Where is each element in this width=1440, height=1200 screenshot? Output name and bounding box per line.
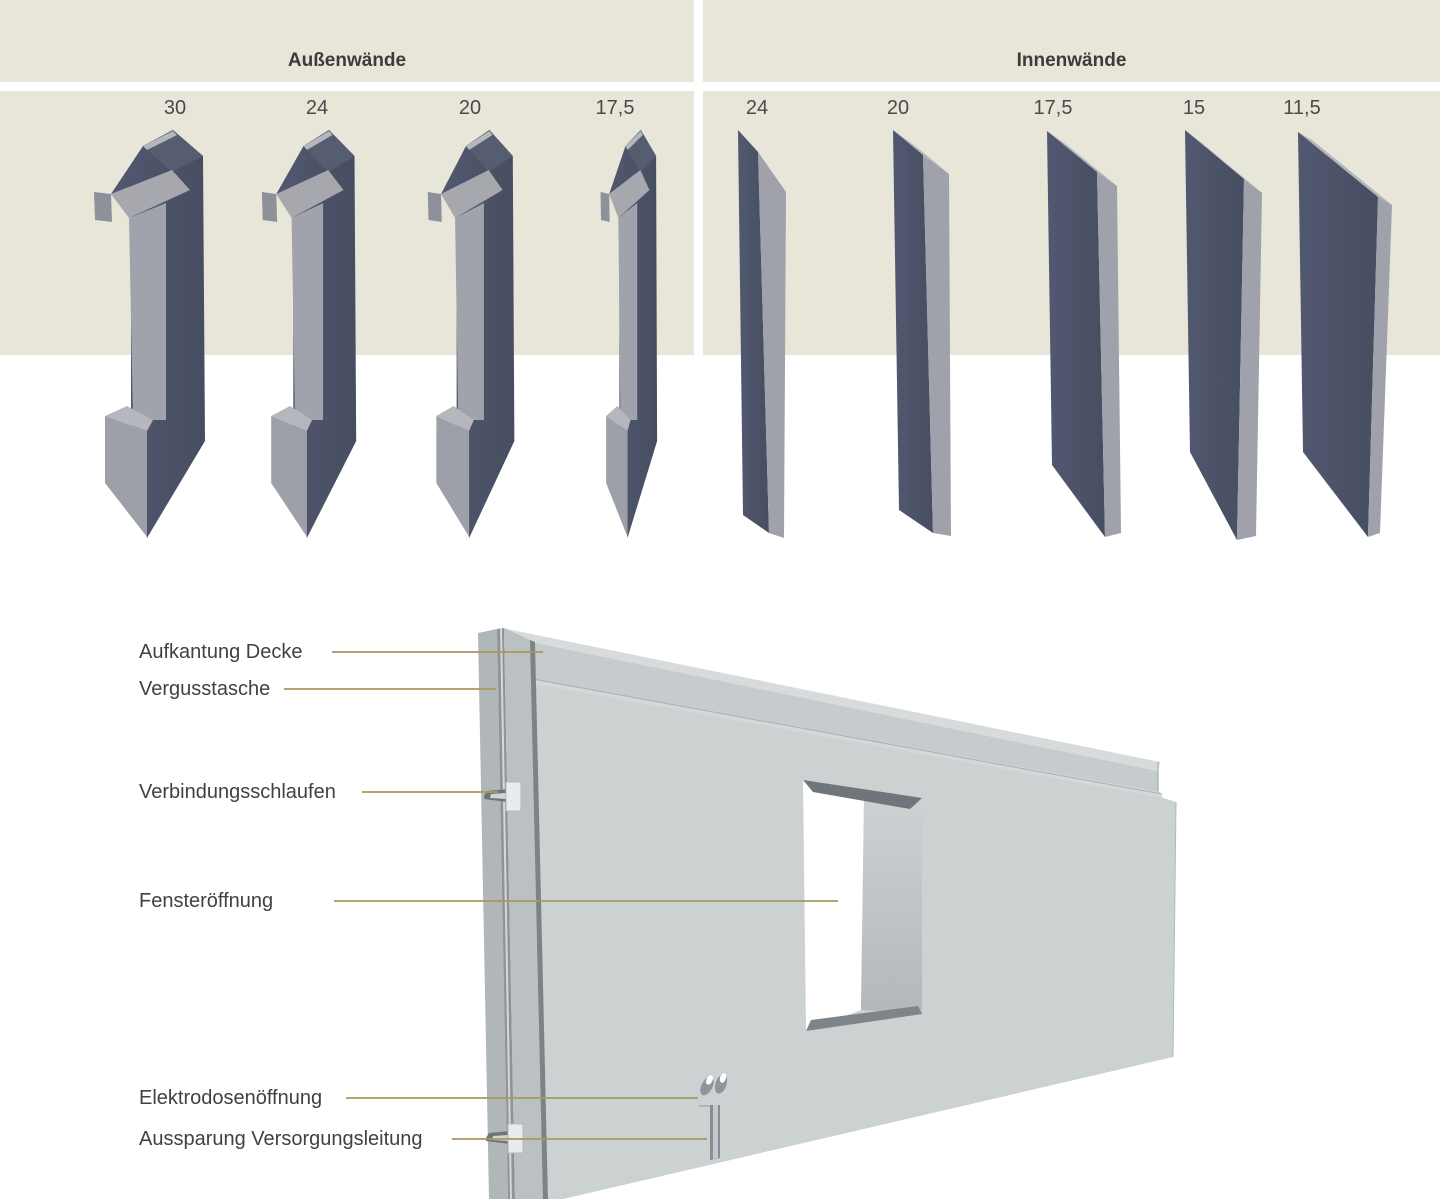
exterior-wall-element-17-5: [600, 130, 658, 538]
supply-line-recess-icon: [699, 1105, 720, 1160]
front-shell-edge: [504, 628, 545, 1199]
exterior-thickness-30: 30: [163, 97, 187, 119]
electrical-box-openings-icon: [700, 1073, 728, 1096]
connection-loop-icon: [484, 781, 522, 812]
exterior-header-band: [0, 0, 694, 82]
aufkantung-face: [527, 641, 1158, 792]
label-verbindungsschlaufen: Verbindungsschlaufen: [139, 781, 336, 803]
interior-wall-element-11-5: [1298, 132, 1392, 537]
rear-shell-edge: [478, 629, 508, 1199]
label-fensteroeffnung: Fensteröffnung: [139, 890, 274, 912]
label-vergusstasche: Vergusstasche: [139, 678, 271, 700]
label-elektrodosenoeffnung: Elektrodosenöffnung: [139, 1087, 323, 1109]
exterior-wall-element-20: [427, 130, 515, 538]
exterior-thickness-20: 20: [458, 97, 482, 119]
interior-walls-title: Innenwände: [1016, 50, 1127, 71]
double-wall-panel-illustration: [478, 628, 1177, 1199]
exterior-thickness-24: 24: [305, 97, 329, 119]
exterior-wall-element-30: [94, 130, 205, 538]
interior-wall-element-15: [1185, 130, 1262, 540]
label-aussparung-versorgungsleitung: Aussparung Versorgungsleitung: [139, 1128, 423, 1150]
exterior-wall-element-24: [261, 130, 357, 538]
label-aufkantung-decke: Aufkantung Decke: [139, 641, 303, 663]
interior-header-band: [703, 0, 1440, 82]
interior-thickness-17-5: 17,5: [1033, 97, 1073, 119]
interior-wall-element-17-5: [1047, 131, 1121, 537]
leader-lines: [284, 651, 838, 1140]
exterior-walls-title: Außenwände: [287, 50, 407, 71]
interior-thickness-20: 20: [886, 97, 910, 119]
interior-wall-element-20: [893, 130, 951, 536]
interior-thickness-11-5: 11,5: [1283, 97, 1321, 119]
window-opening: [803, 780, 922, 1031]
exterior-thickness-17-5: 17,5: [595, 97, 635, 119]
interior-thickness-15: 15: [1182, 97, 1206, 119]
interior-thickness-24: 24: [745, 97, 769, 119]
interior-wall-element-24: [738, 130, 786, 538]
